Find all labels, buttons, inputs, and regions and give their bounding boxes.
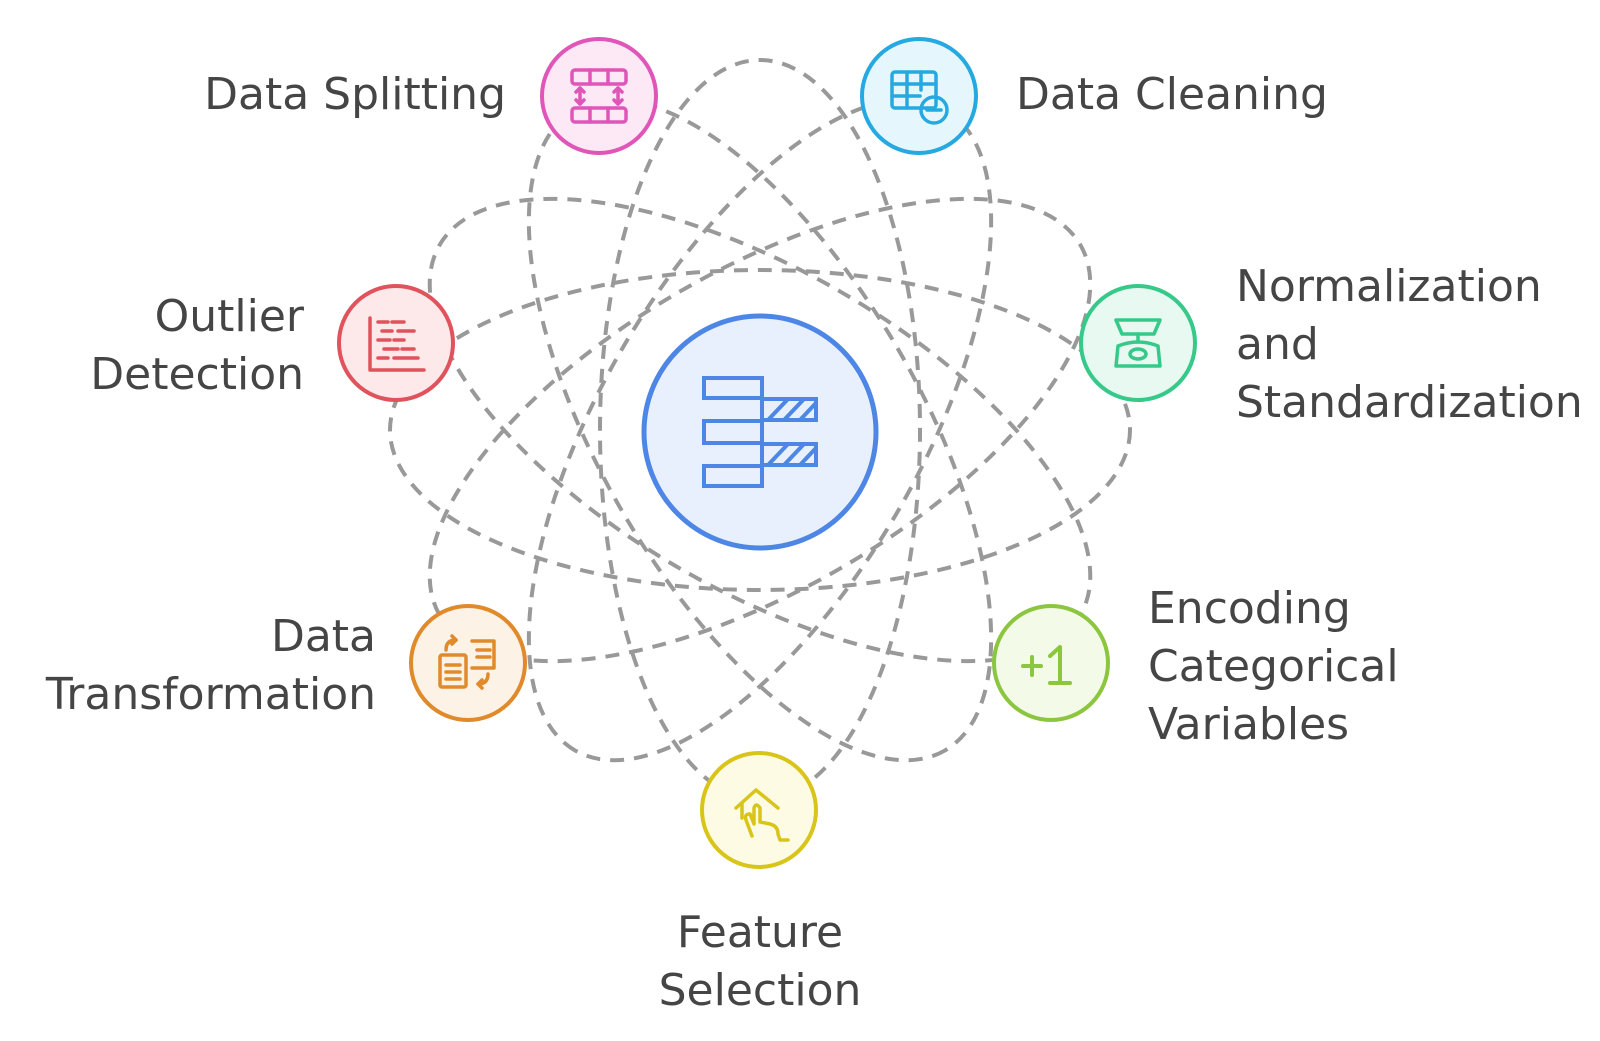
label-line: and bbox=[1236, 319, 1319, 370]
hand-house-icon bbox=[734, 788, 790, 842]
stacked-bars-icon bbox=[702, 376, 818, 488]
label-outlier-detection: Outlier Detection bbox=[40, 288, 304, 404]
label-line: Outlier bbox=[154, 291, 304, 342]
label-data-transformation: Data Transformation bbox=[20, 608, 376, 724]
documents-swap-icon bbox=[438, 634, 496, 690]
label-line: Categorical bbox=[1148, 641, 1399, 692]
scatter-chart-icon bbox=[368, 316, 426, 372]
plus-one-icon bbox=[1021, 645, 1072, 685]
label-line: Variables bbox=[1148, 699, 1350, 750]
label-data-splitting: Data Splitting bbox=[120, 66, 506, 124]
scale-icon bbox=[1114, 318, 1162, 368]
label-line: Normalization bbox=[1236, 261, 1542, 312]
label-data-cleaning: Data Cleaning bbox=[1016, 66, 1436, 124]
node-normalization bbox=[1079, 284, 1197, 402]
table-minus-icon bbox=[890, 70, 949, 125]
node-feature-selection bbox=[700, 751, 818, 869]
label-line: Data Splitting bbox=[204, 69, 506, 120]
node-data-transformation bbox=[409, 604, 527, 722]
label-line: Data bbox=[270, 611, 376, 662]
label-line: Detection bbox=[90, 349, 304, 400]
label-encoding: Encoding Categorical Variables bbox=[1148, 580, 1468, 754]
node-outlier-detection bbox=[337, 284, 455, 402]
node-encoding bbox=[992, 604, 1110, 722]
label-line: Selection bbox=[658, 965, 862, 1016]
label-normalization: Normalization and Standardization bbox=[1236, 258, 1596, 432]
label-line: Data Cleaning bbox=[1016, 69, 1328, 120]
node-data-splitting bbox=[540, 37, 658, 155]
table-split-icon bbox=[570, 68, 628, 124]
orbit-ring bbox=[388, 268, 1132, 592]
label-line: Standardization bbox=[1236, 377, 1583, 428]
node-data-cleaning bbox=[860, 37, 978, 155]
label-line: Feature bbox=[676, 907, 844, 958]
center-hub bbox=[641, 313, 879, 551]
label-line: Encoding bbox=[1148, 583, 1351, 634]
label-line: Transformation bbox=[45, 669, 376, 720]
label-feature-selection: Feature Selection bbox=[560, 904, 960, 1020]
